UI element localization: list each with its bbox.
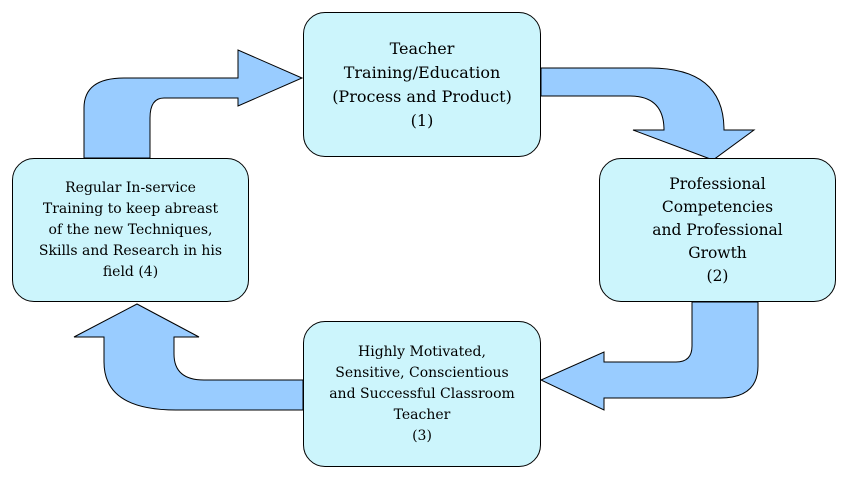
node-text-line: Teacher	[389, 38, 455, 58]
node-text-line: Teacher	[393, 406, 451, 423]
arrow-1-to-2	[540, 67, 756, 161]
arrow-2-to-3	[539, 301, 759, 411]
node-motivated-teacher: Highly Motivated, Sensitive, Conscientiou…	[303, 321, 541, 467]
node-text-line: (2)	[706, 266, 729, 285]
node-text-line: Growth	[688, 243, 747, 262]
node-text-line: (Process and Product)	[332, 86, 512, 106]
arrow-3-to-4	[73, 303, 304, 411]
node-text-line: Training/Education	[343, 62, 501, 82]
node-text-line: (3)	[412, 427, 432, 444]
node-text-line: Regular In-service	[65, 179, 196, 196]
node-text-line: (1)	[410, 110, 434, 130]
node-text-line: of the new Techniques,	[48, 221, 213, 238]
node-text-line: Highly Motivated,	[358, 343, 486, 360]
node-text-line: field (4)	[102, 263, 159, 280]
node-text-line: Skills and Research in his	[38, 242, 223, 259]
node-text-line: Competencies	[661, 197, 774, 216]
node-text-line: and Professional	[652, 220, 783, 239]
node-text-line: Professional	[669, 174, 766, 193]
node-text-line: Sensitive, Conscientious	[335, 364, 509, 381]
node-text-line: Training to keep abreast	[42, 200, 219, 217]
arrow-4-to-1	[83, 49, 304, 159]
node-text-line: and Successful Classroom	[329, 385, 515, 402]
